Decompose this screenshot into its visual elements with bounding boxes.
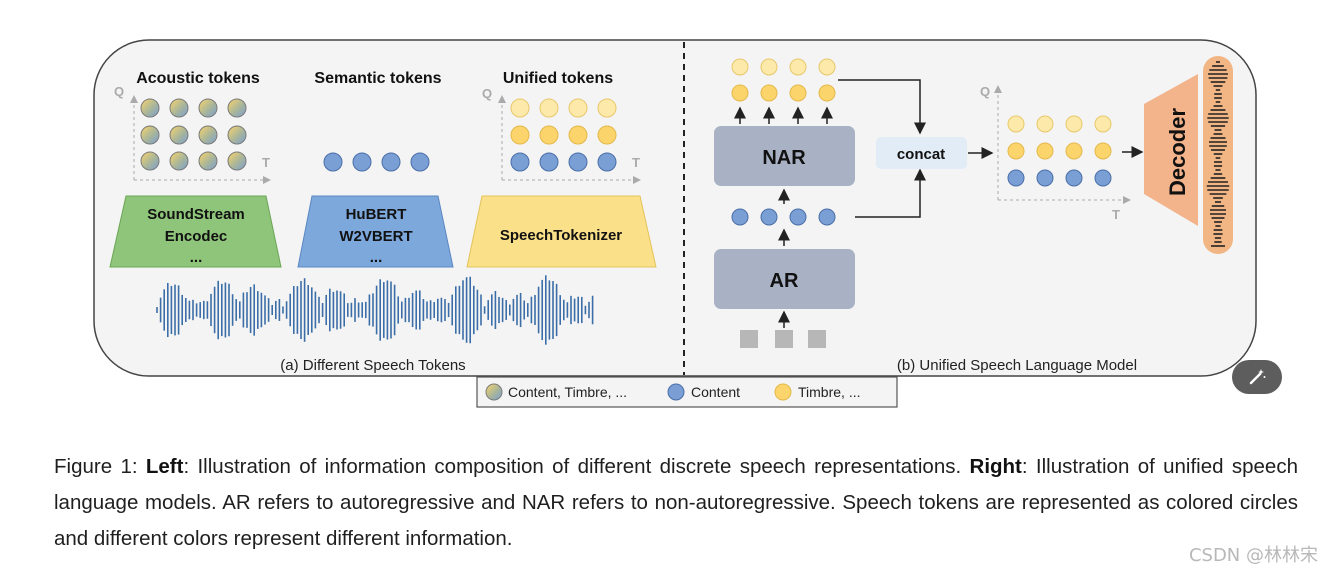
- concat-connectors: [838, 79, 994, 218]
- watermark: CSDN @林林宋: [1188, 545, 1318, 566]
- semantic-token-row: [323, 152, 430, 172]
- speechtokenizer-encoder: SpeechTokenizer: [466, 195, 657, 268]
- legend-swatch-content-timbre: [485, 383, 503, 401]
- caption-prefix: Figure 1:: [54, 455, 146, 478]
- acoustic-tokens-title: Acoustic tokens: [136, 70, 260, 87]
- right-panel-subtitle: (b) Unified Speech Language Model: [897, 357, 1137, 374]
- caption-right-bold: Right: [969, 455, 1022, 478]
- svg-text:T: T: [632, 155, 640, 170]
- svg-text:SpeechTokenizer: SpeechTokenizer: [500, 227, 622, 244]
- decoder-block: Decoder: [1144, 74, 1198, 226]
- magic-wand-icon: [1249, 369, 1266, 385]
- svg-text:Decoder: Decoder: [1165, 108, 1190, 196]
- nar-model-box: NAR: [714, 126, 855, 186]
- nar-up-arrows: [734, 106, 833, 124]
- svg-text:W2VBERT: W2VBERT: [339, 228, 412, 245]
- svg-text:NAR: NAR: [762, 147, 806, 169]
- svg-text:...: ...: [370, 249, 383, 266]
- legend-swatch-content: [667, 383, 685, 401]
- legend-item-content: Content: [691, 384, 740, 400]
- hubert-encoder: HuBERT W2VBERT ...: [297, 195, 454, 268]
- svg-text:Q: Q: [980, 84, 990, 99]
- acoustic-token-grid: [140, 98, 247, 171]
- decoder-output-waveform: [1203, 56, 1233, 254]
- svg-text:Q: Q: [114, 84, 124, 99]
- magic-wand-button[interactable]: [1232, 360, 1282, 394]
- caption-left-text: : Illustration of information compositio…: [183, 455, 970, 478]
- unified-tokens-title: Unified tokens: [503, 70, 613, 87]
- unified-output-axes: Q T: [980, 84, 1131, 222]
- nar-output-tokens: [731, 58, 836, 102]
- unified-output-grid: [1007, 115, 1112, 187]
- svg-text:T: T: [262, 155, 270, 170]
- figure-caption: Figure 1: Left: Illustration of informat…: [54, 449, 1298, 557]
- svg-text:...: ...: [190, 249, 203, 266]
- caption-right-text: : Illustration of unified speech languag…: [54, 455, 1298, 550]
- unified-token-grid: [510, 98, 617, 172]
- caption-left-bold: Left: [145, 455, 184, 478]
- legend: Content, Timbre, ... Content Timbre, ...: [476, 376, 898, 408]
- ar-model-box: AR: [714, 249, 855, 309]
- semantic-tokens-title: Semantic tokens: [314, 70, 441, 87]
- acoustic-axes: Q T: [114, 84, 271, 184]
- input-squares: [740, 330, 826, 348]
- unified-axes: Q T: [482, 86, 641, 184]
- waveform-icon: [156, 275, 594, 345]
- svg-text:HuBERT: HuBERT: [346, 206, 407, 223]
- soundstream-encoder: SoundStream Encodec ...: [109, 195, 282, 268]
- svg-text:T: T: [1112, 207, 1120, 222]
- concat-box: concat: [876, 137, 967, 169]
- svg-text:SoundStream: SoundStream: [147, 206, 245, 223]
- legend-item-timbre: Timbre, ...: [798, 384, 861, 400]
- svg-text:Q: Q: [482, 86, 492, 101]
- legend-item-content-timbre: Content, Timbre, ...: [508, 384, 627, 400]
- svg-text:concat: concat: [897, 146, 945, 163]
- left-panel-subtitle: (a) Different Speech Tokens: [280, 357, 465, 374]
- svg-text:AR: AR: [770, 270, 799, 292]
- ar-output-tokens: [731, 208, 836, 226]
- legend-swatch-timbre: [774, 383, 792, 401]
- speech-tokens-diagram: Acoustic tokens Semantic tokens Unified …: [93, 39, 1257, 408]
- svg-text:Encodec: Encodec: [165, 228, 228, 245]
